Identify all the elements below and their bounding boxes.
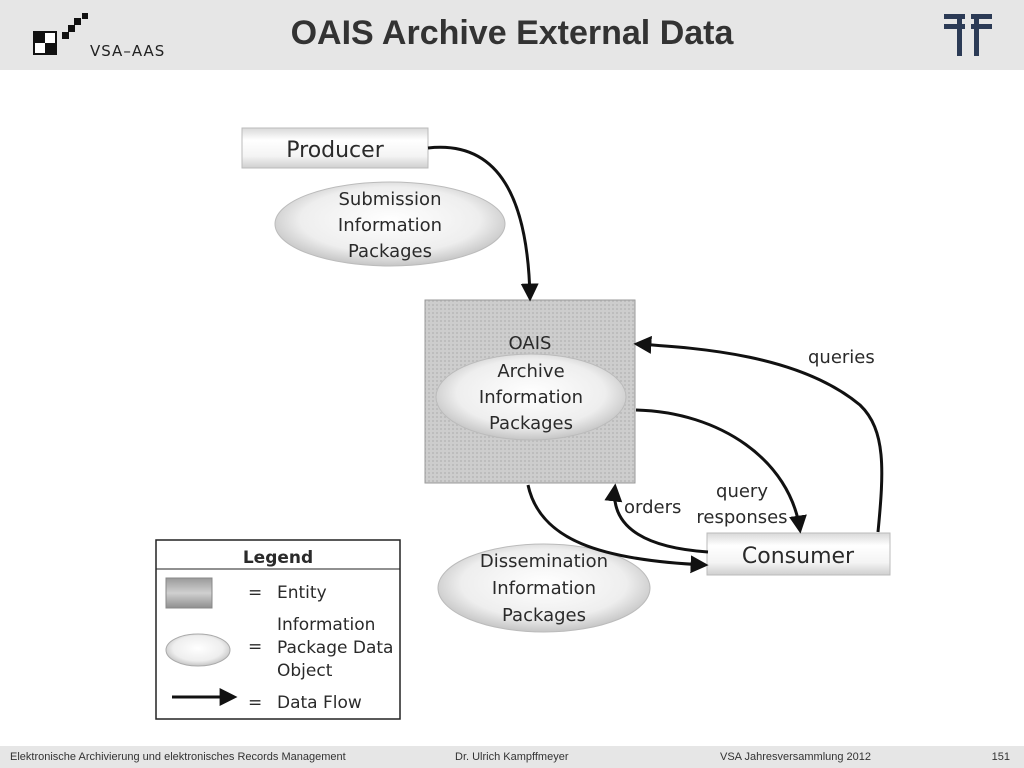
- sip-ellipse: Submission Information Packages: [274, 181, 506, 267]
- producer-to-oais-arrow: [427, 145, 539, 302]
- aip-line-2: Information: [479, 387, 583, 408]
- legend-equals-1: =: [248, 583, 262, 603]
- sip-line-1: Submission: [339, 189, 442, 210]
- dip-line-3: Packages: [502, 605, 586, 626]
- legend-entity-swatch: [165, 577, 213, 609]
- sip-line-3: Packages: [348, 241, 432, 262]
- footer-event: VSA Jahresversammlung 2012: [720, 751, 872, 763]
- vsa-logo-icon: [33, 13, 88, 55]
- legend-box: Legend = Entity = Information Package Da…: [155, 539, 401, 720]
- aip-ellipse: Archive Information Packages: [435, 353, 627, 441]
- consumer-entity: Consumer: [706, 532, 891, 576]
- legend-title: Legend: [243, 548, 313, 568]
- producer-label: Producer: [286, 138, 384, 163]
- aip-line-1: Archive: [497, 361, 564, 382]
- aip-line-3: Packages: [489, 413, 573, 434]
- orders-arrow: [604, 483, 709, 554]
- producer-entity: Producer: [241, 127, 429, 169]
- footer-page-number: 151: [991, 751, 1010, 763]
- legend-dataflow-label: Data Flow: [277, 693, 362, 713]
- query-responses-line-1: query: [716, 481, 768, 502]
- footer-author: Dr. Ulrich Kampffmeyer: [455, 751, 569, 763]
- legend-equals-3: =: [248, 693, 262, 713]
- dissemination-arrow: [526, 484, 709, 574]
- legend-entity-label: Entity: [277, 583, 327, 603]
- ff-logo-icon: [944, 14, 992, 56]
- vsa-logo-text: VSA–AAS: [90, 42, 166, 60]
- dip-line-1: Dissemination: [480, 551, 608, 572]
- legend-ipdo-line-1: Information: [277, 615, 375, 635]
- query-responses-line-2: responses: [696, 507, 787, 528]
- dip-ellipse: Dissemination Information Packages: [437, 543, 651, 633]
- legend-ellipse-swatch: [165, 633, 231, 667]
- legend-ipdo-line-2: Package Data: [277, 638, 393, 658]
- footer-course: Elektronische Archivierung und elektroni…: [10, 751, 346, 763]
- slide-header: VSA–AAS OAIS Archive External Data: [0, 0, 1024, 70]
- orders-label: orders: [624, 497, 681, 518]
- oais-diagram: Producer Submission Information Packages…: [155, 127, 891, 720]
- legend-ipdo-line-3: Object: [277, 661, 333, 681]
- consumer-label: Consumer: [742, 544, 855, 569]
- dip-line-2: Information: [492, 578, 596, 599]
- queries-arrow: [633, 335, 884, 533]
- query-responses-arrow: [635, 408, 807, 534]
- queries-label: queries: [808, 347, 875, 368]
- slide-title: OAIS Archive External Data: [290, 14, 734, 52]
- legend-equals-2: =: [248, 637, 262, 657]
- sip-line-2: Information: [338, 215, 442, 236]
- slide-footer: Elektronische Archivierung und elektroni…: [0, 746, 1024, 768]
- oais-label: OAIS: [509, 333, 552, 354]
